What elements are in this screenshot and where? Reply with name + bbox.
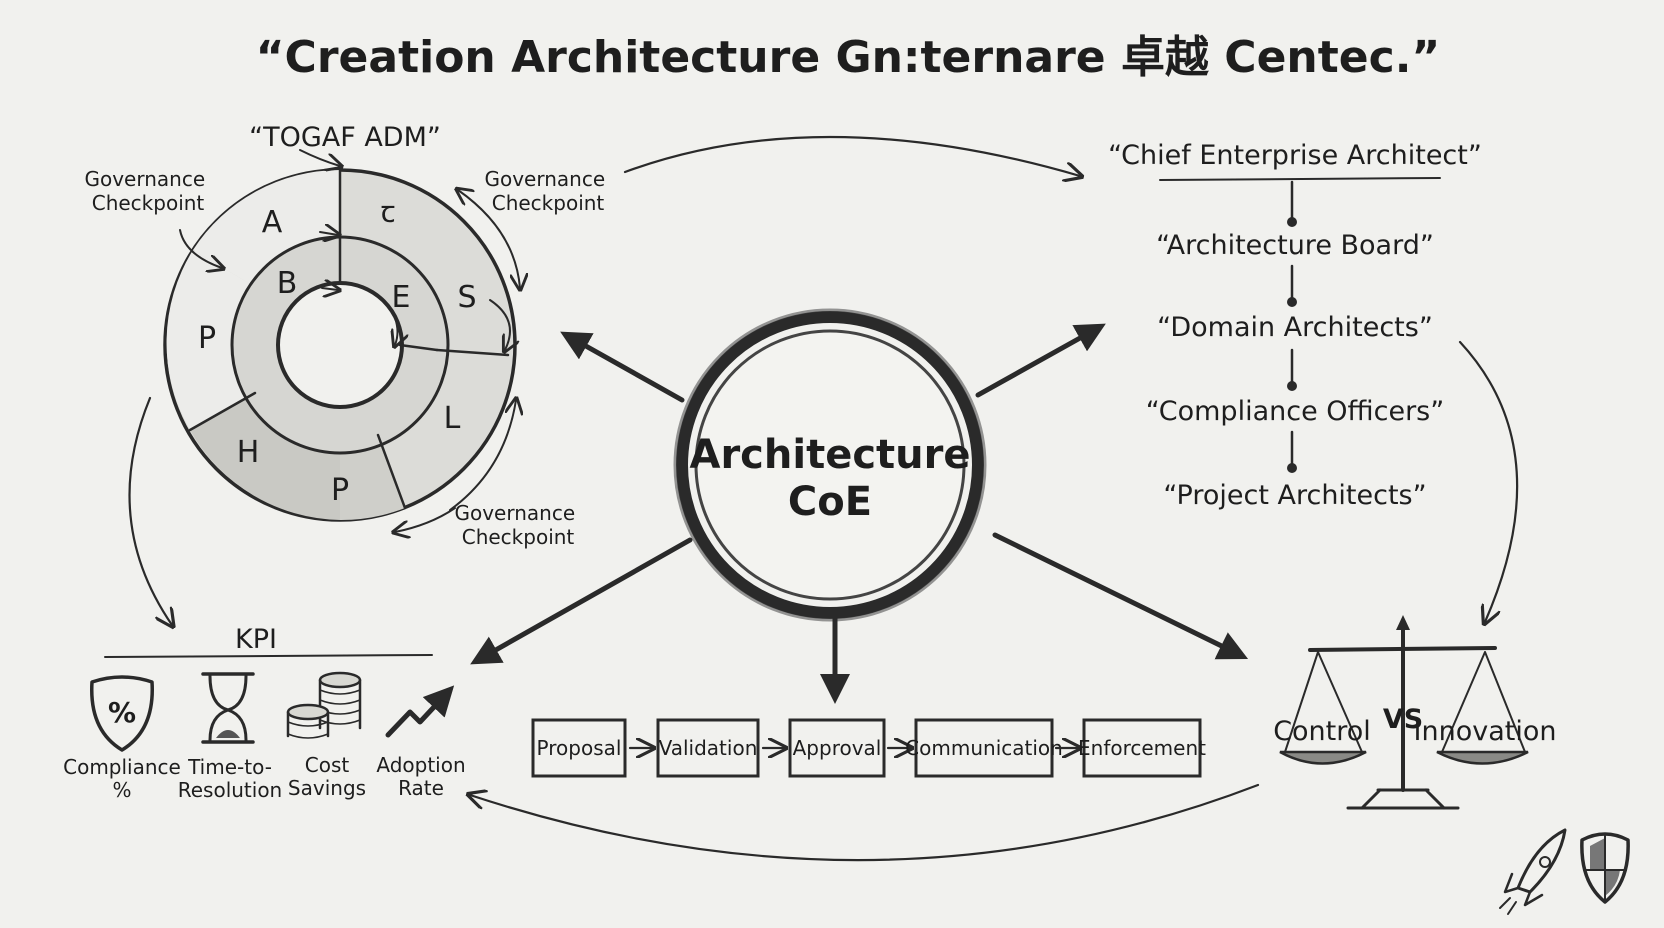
process-step-box — [656, 718, 760, 778]
segment-light — [166, 250, 257, 430]
phase-letter: B — [277, 266, 298, 301]
coe-title-line2: CoE — [788, 479, 872, 525]
kpi-label: % — [112, 778, 131, 802]
rocket-icon — [1499, 828, 1567, 915]
process-step: Proposal — [537, 736, 622, 760]
governance-checkpoint: Governance Checkpoint — [84, 167, 211, 215]
phase-letter: L — [444, 401, 461, 436]
kpi-label: Cost — [305, 753, 350, 777]
kpi-label: Compliance — [63, 755, 181, 779]
balance-left-label: Control — [1273, 716, 1371, 747]
role-domain-architects: “Domain Architects” — [1157, 312, 1433, 343]
balance-right-label: Innovation — [1414, 716, 1557, 747]
hourglass-icon — [201, 672, 255, 744]
role-project-architects: “Project Architects” — [1163, 480, 1426, 511]
togaf-adm-cycle: “TOGAF ADM” A ꞇ B E S P L H P Gov — [84, 122, 611, 549]
segment-dark — [190, 393, 340, 520]
segment-light — [193, 170, 340, 288]
togaf-title: “TOGAF ADM” — [249, 122, 441, 153]
checkpoint-label: Governance — [84, 167, 205, 191]
governance-checkpoint: Governance Checkpoint — [484, 167, 611, 215]
phase-letter: P — [198, 321, 216, 356]
approval-process-flow: Proposal Validation Approval Communicati… — [531, 718, 1206, 778]
checkpoint-label-line2: Checkpoint — [92, 191, 205, 215]
segment-dark — [340, 435, 405, 521]
process-step: Validation — [659, 736, 758, 760]
trend-up-icon — [385, 685, 455, 738]
radiating-arrow — [470, 537, 693, 665]
kpi-label: Resolution — [178, 778, 283, 802]
radiating-arrow — [992, 532, 1249, 660]
governance-checkpoint: Governance Checkpoint — [454, 501, 581, 549]
phase-letter: ꞇ — [381, 195, 396, 230]
balance-scale: Control VS Innovation — [1273, 615, 1557, 810]
kpi-label: Adoption — [376, 753, 465, 777]
kpi-label: Rate — [398, 776, 444, 800]
connector-arrow — [623, 135, 1080, 176]
shield-percent-icon: % — [90, 675, 154, 752]
coe-title-line1: Architecture — [690, 432, 971, 478]
process-step-box — [788, 718, 886, 778]
kpi-title: KPI — [235, 624, 277, 655]
role-architecture-board: “Architecture Board” — [1156, 230, 1434, 261]
process-step-box — [531, 718, 627, 778]
percent-glyph: % — [108, 696, 136, 729]
checkpoint-label: Governance — [484, 167, 605, 191]
shield-icon — [1580, 832, 1630, 904]
phase-letter: A — [262, 205, 283, 240]
checkpoint-label: Governance — [454, 501, 575, 525]
checkpoint-label-line2: Checkpoint — [462, 525, 575, 549]
phase-letter: S — [457, 280, 476, 315]
phase-letter: H — [237, 435, 260, 470]
coe-ring — [676, 311, 984, 619]
process-step: Communication — [905, 736, 1063, 760]
process-step-box — [1082, 718, 1202, 778]
coins-icon — [286, 671, 362, 739]
kpi-panel: KPI % Compliance % Time-to- — [63, 624, 466, 802]
process-step-box — [914, 718, 1054, 778]
phase-letter: P — [331, 473, 349, 508]
connector-arrow — [128, 396, 172, 625]
kpi-label: Time-to- — [187, 755, 272, 779]
process-step: Approval — [793, 736, 882, 760]
checkpoint-label-line2: Checkpoint — [492, 191, 605, 215]
radiating-arrow — [975, 323, 1106, 398]
role-compliance-officers: “Compliance Officers” — [1146, 396, 1445, 427]
connector-arrow — [1458, 340, 1519, 622]
phase-letter: E — [392, 280, 411, 315]
architecture-coe-hub: Architecture CoE — [470, 308, 1249, 704]
role-chief-architect: “Chief Enterprise Architect” — [1108, 140, 1482, 171]
page-title: “Creation Architecture Gn:ternare 卓越 Cen… — [256, 32, 1441, 83]
kpi-label: Savings — [288, 776, 366, 800]
process-step: Enforcement — [1078, 736, 1206, 760]
governance-hierarchy: “Chief Enterprise Architect” “Architectu… — [1108, 140, 1482, 511]
connector-arrow — [470, 783, 1260, 862]
balance-vs-label: VS — [1383, 704, 1423, 735]
radiating-arrow — [560, 331, 685, 403]
ring-hole — [276, 281, 404, 409]
